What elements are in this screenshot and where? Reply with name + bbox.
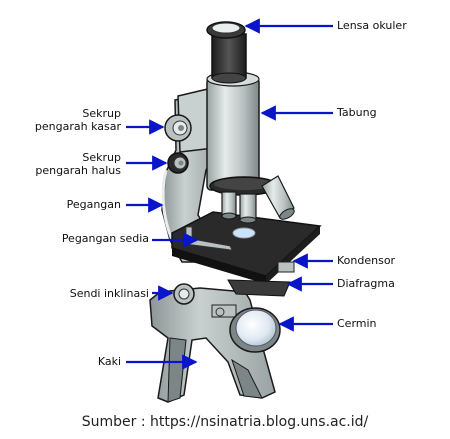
label-sekrup-kasar-line1: Sekrup xyxy=(82,107,121,120)
condenser-diaphragm xyxy=(227,261,295,297)
arrows xyxy=(126,18,333,370)
objective-lenses xyxy=(221,175,295,224)
label-sekrup-halus-line2: pengarah halus xyxy=(35,164,121,177)
source-caption: Sumber : https://nsinatria.blog.uns.ac.i… xyxy=(81,414,369,430)
tube xyxy=(206,71,260,191)
revolver-nosepiece xyxy=(209,176,279,196)
label-tabung: Tabung xyxy=(337,106,377,119)
label-sendi-inklinasi: Sendi inklinasi xyxy=(69,287,149,300)
label-kaki: Kaki xyxy=(97,355,121,368)
label-pegangan-sedia: Pegangan sedia xyxy=(61,232,149,245)
label-kondensor: Kondensor xyxy=(337,254,396,267)
coarse-knob xyxy=(164,114,192,142)
fine-knob xyxy=(167,152,189,174)
label-cermin: Cermin xyxy=(337,317,377,330)
label-lensa-okuler: Lensa okuler xyxy=(337,19,407,32)
inclination-joint xyxy=(173,283,225,317)
label-sekrup-halus-line1: Sekrup xyxy=(82,151,121,164)
eyepiece xyxy=(206,21,247,84)
label-diafragma: Diafragma xyxy=(337,277,395,290)
label-sekrup-kasar-line2: pengarah kasar xyxy=(34,120,121,133)
label-pegangan: Pegangan xyxy=(66,198,121,211)
